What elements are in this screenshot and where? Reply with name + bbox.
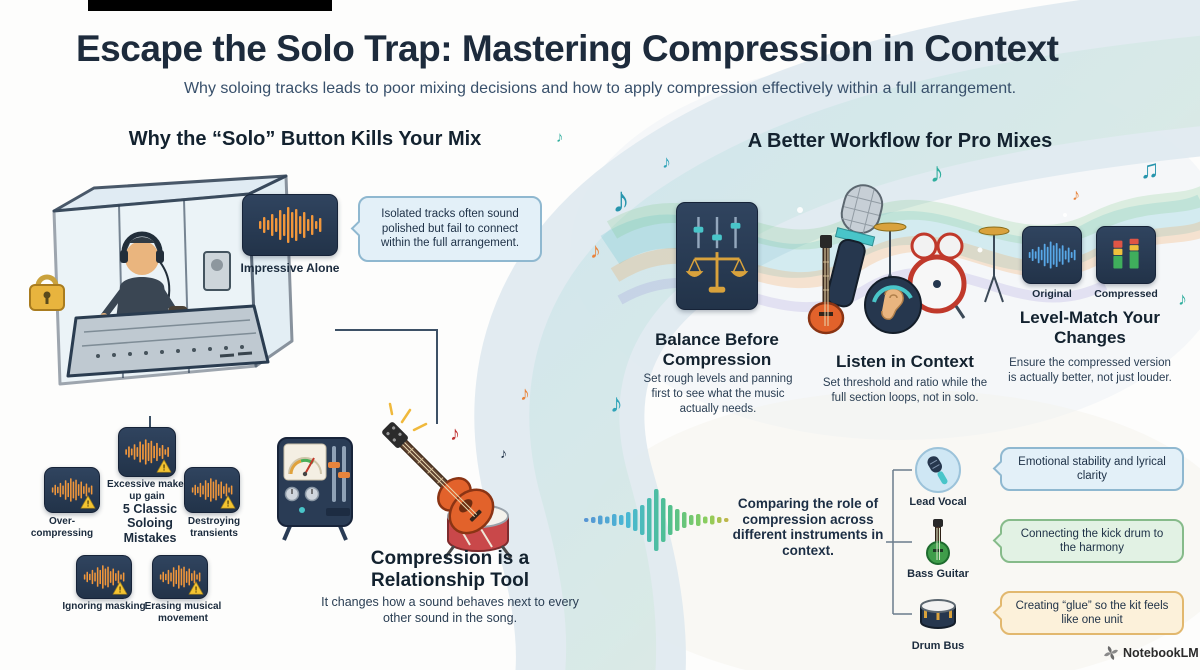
studio-monitor — [203, 251, 231, 291]
svg-text:♪: ♪ — [612, 179, 630, 220]
svg-text:♪: ♪ — [590, 238, 601, 263]
lock-icon — [29, 274, 65, 311]
levelmatch-step-title: Level-Match Your Changes — [1019, 308, 1161, 347]
original-waveform-card — [1022, 226, 1082, 284]
listen-step-body: Set threshold and ratio while the full s… — [822, 377, 988, 404]
svg-text:♪: ♪ — [1072, 187, 1080, 204]
top-black-strip — [88, 0, 332, 11]
waveform-orange-icon — [250, 205, 330, 245]
mistake-card-masking — [76, 555, 132, 599]
small-bass-illustration — [807, 235, 845, 335]
bass-guitar-icon — [382, 422, 495, 535]
mistake-card-over-compressing — [44, 467, 100, 513]
warning-icon — [80, 495, 96, 509]
mistake-card-transients — [184, 467, 240, 513]
comparison-center-text: Comparing the role of compression across… — [732, 496, 884, 558]
listen-step-title: Listen in Context — [836, 352, 974, 371]
compressor-unit-illustration — [277, 437, 353, 541]
waveform-blue-icon — [1028, 240, 1076, 270]
brand-footer: NotebookLM — [1104, 646, 1199, 660]
relationship-title: Compression is a Relationship Tool — [370, 548, 530, 591]
bass-guitar-row-icon — [926, 519, 950, 565]
page-title: Escape the Solo Trap: Mastering Compress… — [76, 28, 1059, 69]
music-notes: ♪ ♪ ♪ ♪ ♫ ♪ ♪ ♪ ♪ ♪ — [520, 129, 1187, 418]
relationship-body: It changes how a sound behaves next to e… — [321, 595, 579, 626]
original-label: Original — [1032, 288, 1072, 300]
warning-icon — [188, 581, 204, 595]
warning-icon — [112, 581, 128, 595]
ear-listening-icon — [864, 276, 922, 334]
drum-bus-label: Drum Bus — [911, 640, 965, 652]
balance-step-body: Set rough levels and panning first to se… — [643, 373, 793, 415]
microphone-illustration — [826, 184, 884, 308]
svg-text:♫: ♫ — [1140, 154, 1160, 184]
impressive-alone-label: Impressive Alone — [240, 261, 340, 275]
impressive-alone-card — [242, 194, 338, 256]
spark-lines — [388, 402, 428, 432]
isolated-tracks-callout-text: Isolated tracks often sound polished but… — [380, 208, 520, 250]
drumkit-illustration — [873, 222, 1010, 319]
mistake-label-masking: Ignoring masking — [62, 601, 146, 612]
mixing-console — [66, 304, 270, 378]
svg-text:♪: ♪ — [610, 388, 623, 418]
mistake-label-transients: Destroying transients — [187, 516, 241, 539]
mistake-label-movement: Erasing musical movement — [144, 601, 222, 624]
bass-guitar-callout: Connecting the kick drum to the harmony — [992, 519, 1184, 563]
headphones-icon — [121, 231, 163, 253]
drum-bus-callout: Creating “glue” so the kit feels like on… — [992, 591, 1184, 635]
mistake-label-makeup-gain: Excessive make-up gain — [106, 479, 188, 502]
balance-step-title: Balance Before Compression — [655, 330, 779, 369]
svg-text:♪: ♪ — [1178, 289, 1187, 309]
music-note: ♪ — [500, 445, 507, 461]
right-section-heading: A Better Workflow for Pro Mixes — [747, 130, 1053, 152]
lead-vocal-icon — [915, 447, 961, 493]
page-subtitle: Why soloing tracks leads to poor mixing … — [183, 80, 1017, 97]
lead-vocal-callout-text: Emotional stability and lyrical clarity — [1018, 455, 1166, 482]
compressed-meter-card — [1096, 226, 1156, 284]
music-note: ♪ — [450, 423, 460, 445]
left-section-heading: Why the “Solo” Button Kills Your Mix — [128, 128, 482, 150]
warning-icon — [156, 459, 172, 473]
bass-guitar-label: Bass Guitar — [907, 568, 969, 580]
notebooklm-logo-icon — [1104, 646, 1118, 660]
bass-guitar-callout-text: Connecting the kick drum to the harmony — [1020, 527, 1164, 554]
warning-icon — [220, 495, 236, 509]
mistake-card-movement — [152, 555, 208, 599]
lead-vocal-callout: Emotional stability and lyrical clarity — [992, 447, 1184, 491]
levelmatch-step-body: Ensure the compressed version is actuall… — [1008, 357, 1172, 384]
svg-text:♪: ♪ — [662, 152, 671, 172]
drum-bus-icon — [920, 599, 956, 629]
compressed-label: Compressed — [1094, 288, 1158, 300]
mistake-label-over-compressing: Over-compressing — [30, 516, 94, 539]
brand-name: NotebookLM — [1123, 646, 1199, 660]
drum-bus-callout-text: Creating “glue” so the kit feels like on… — [1015, 599, 1169, 626]
headphone-band-icon — [872, 285, 913, 303]
gradient-waveform-illustration — [584, 489, 729, 551]
balance-step-card — [676, 202, 758, 310]
level-meter-icon — [1108, 235, 1144, 275]
svg-text:♪: ♪ — [556, 129, 564, 146]
guitar-drum-illustration: ♪ ♪ — [382, 402, 513, 558]
mistake-card-makeup-gain — [118, 427, 176, 477]
balance-scale-icon — [685, 252, 749, 293]
svg-text:♪: ♪ — [520, 383, 530, 405]
isolated-tracks-callout: Isolated tracks often sound polished but… — [350, 196, 542, 262]
mistakes-center-label: 5 Classic Soloing Mistakes — [122, 502, 178, 545]
svg-text:♪: ♪ — [930, 157, 944, 188]
lead-vocal-label: Lead Vocal — [909, 496, 967, 508]
faders-scale-icon — [685, 216, 749, 293]
